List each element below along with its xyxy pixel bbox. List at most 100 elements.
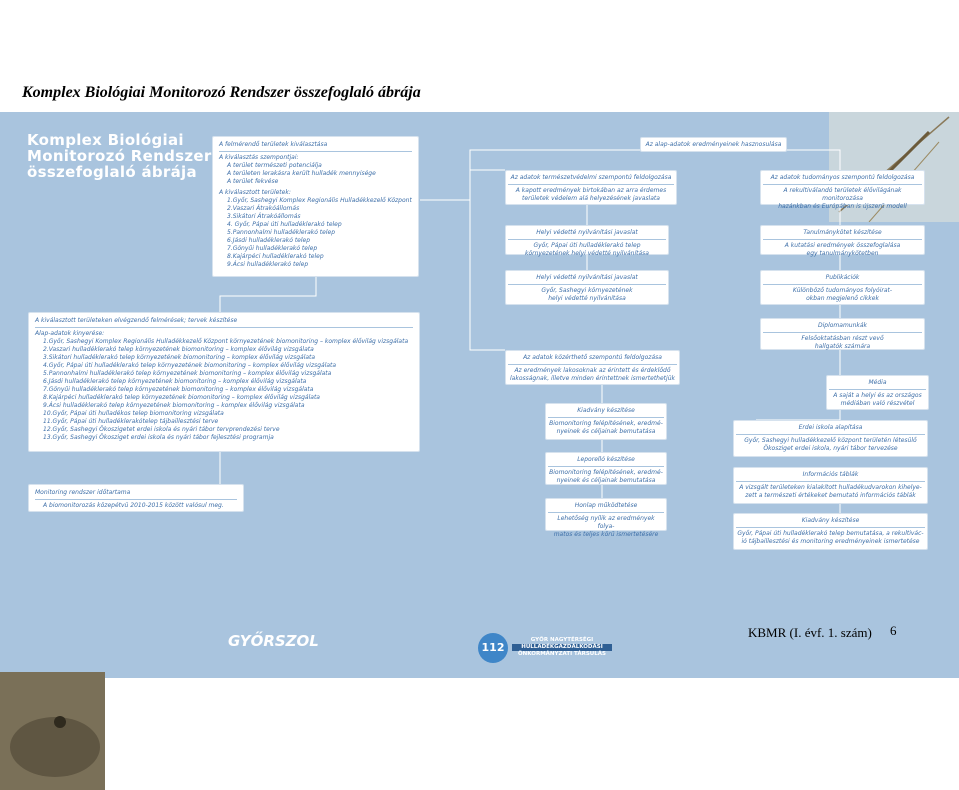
box-line: nyeinek és céljainak bemutatása: [556, 477, 656, 484]
box-heading: Az alap-adatok eredményeinek hasznosulás…: [645, 141, 782, 148]
box-line: 4.Győr, Pápai úti hulladéklerakó telep k…: [43, 362, 337, 369]
box-line: 3.Sikátori hulladéklerakó telep környeze…: [43, 354, 316, 361]
box-line: 7.Gönyűi hulladéklerakó telep környezeté…: [43, 386, 314, 393]
surveys-box: A kiválasztott területeken elvégzendő fe…: [28, 312, 420, 452]
diagram-title-line: Monitorozó Rendszer: [27, 147, 212, 165]
box-heading: Helyi védetté nyilvánítási javaslat: [536, 274, 638, 281]
local-protection-box-2: Helyi védetté nyilvánítási javaslat Győr…: [505, 270, 669, 305]
box-line: okban megjelenő cikkek: [806, 295, 879, 302]
box-line: Győr, Pápai úti hulladéklerakó telep bem…: [737, 530, 924, 537]
booklet-box: Kiadvány készítése Biomonitoring felépít…: [545, 403, 667, 440]
box-line: médiában való részvétel: [840, 400, 915, 407]
box-line: Felsőoktatásban részt vevő: [801, 335, 884, 342]
diagram-title-line: Komplex Biológiai: [27, 131, 184, 149]
emergency-112-logo: 112: [478, 633, 508, 663]
box-heading: Diplomamunkák: [817, 322, 868, 329]
box-line: Győr, Pápai úti hulladéklerakó telep: [533, 242, 641, 249]
box-line: Lehetőség nyílik az eredmények folya-: [557, 515, 655, 530]
info-boards-box: Információs táblák A vizsgált területeke…: [733, 467, 928, 504]
box-line: A kutatási eredmények összefoglalása: [784, 242, 901, 249]
page-number: 6: [890, 623, 897, 638]
box-line: matos és teljes körű ismertetésére: [553, 531, 659, 538]
website-box: Honlap működtetése Lehetőség nyílik az e…: [545, 498, 667, 538]
box-line: Győr, Sashegyi hulladékkezelő központ te…: [744, 437, 917, 444]
box-line: Biomonitoring felépítésének, eredmé-: [549, 469, 663, 476]
box-heading: Kiadvány készítése: [801, 517, 860, 524]
box-line: 3.Sikátori Átrakóállomás: [227, 213, 301, 220]
box-line: 1.Győr, Sashegyi Komplex Regionális Hull…: [227, 197, 412, 204]
box-line: Az eredmények lakosoknak az érintett és …: [514, 367, 671, 374]
toad-photo: [0, 672, 105, 790]
page-title: Komplex Biológiai Monitorozó Rendszer ös…: [22, 84, 421, 101]
gyorszol-logo: GYŐRSZOL: [228, 632, 319, 650]
box-line: A kiválasztott területek:: [219, 189, 291, 196]
media-box: Média A saját a helyi és az országos méd…: [826, 375, 929, 410]
box-line: környezetének helyi védetté nyilvánítása: [525, 250, 649, 257]
org-line: GYŐR NAGYTÉRSÉGI: [530, 637, 594, 643]
box-line: 9.Ácsi hulladéklerakó telep környezeténe…: [43, 402, 305, 409]
box-line: Győr, Sashegyi környezetének: [541, 287, 633, 294]
box-line: 5.Pannonhalmi hulladéklerakó telep körny…: [43, 370, 332, 377]
box-line: A saját a helyi és az országos: [833, 392, 922, 399]
duration-box: Monitoring rendszer időtartama A biomoni…: [28, 484, 244, 512]
box-line: 10.Győr, Pápai úti hulladékos telep biom…: [43, 410, 224, 417]
box-line: 8.Kajárpéci hulladéklerakó telep környez…: [43, 394, 320, 401]
box-line: 6.Jásdi hulladéklerakó telep: [227, 237, 311, 244]
box-line: A rekultiválandó területek élővilágának …: [783, 187, 902, 202]
box-heading: A felmérendő területek kiválasztása: [219, 141, 328, 148]
box-heading: Monitoring rendszer időtartama: [35, 489, 131, 496]
box-line: egy tanulmánykötetben: [806, 250, 879, 257]
box-line: 2.Vaszari hulladéklerakó telep környezet…: [43, 346, 314, 353]
diagram-title-line: összefoglaló ábrája: [27, 163, 197, 181]
box-heading: Erdei iskola alapítása: [798, 424, 863, 431]
box-heading: A kiválasztott területeken elvégzendő fe…: [35, 317, 238, 324]
box-line: hazánkban és Európában is újszerű modell: [778, 203, 907, 210]
box-line: Biomonitoring felépítésének, eredmé-: [549, 420, 663, 427]
association-logo-text: GYŐR NAGYTÉRSÉGI HULLADÉKGAZDÁLKODÁSI ÖN…: [512, 637, 612, 658]
box-line: 12.Győr, Sashegyi Ökoszigetet erdei isko…: [43, 426, 280, 433]
box-line: lakosságnak, illetve minden érintettnek …: [510, 375, 675, 382]
org-line: ÖNKORMÁNYZATI TÁRSULÁS: [517, 651, 607, 657]
box-line: Ökosziget erdei iskola, nyári tábor terv…: [763, 445, 898, 452]
box-line: A kapott eredmények birtokában az arra é…: [515, 187, 667, 194]
site-selection-box: A felmérendő területek kiválasztása A ki…: [212, 136, 419, 277]
publication-box: Kiadvány készítése Győr, Pápai úti hulla…: [733, 513, 928, 550]
box-heading: Kiadvány készítése: [577, 407, 635, 414]
box-line: helyi védetté nyilvánítása: [548, 295, 626, 302]
nature-processing-box: Az adatok természetvédelmi szempontú fel…: [505, 170, 677, 205]
box-line: 4. Győr, Pápai úti hulladéklerakó telep: [227, 221, 342, 228]
box-line: területek védelem alá helyezésének javas…: [522, 195, 660, 202]
box-heading: Az adatok közérthető szempontú feldolgoz…: [523, 354, 662, 361]
box-line: nyeinek és céljainak bemutatása: [556, 428, 656, 435]
box-line: 7.Gönyűi hulladéklerakó telep: [227, 245, 318, 252]
box-line: A vizsgált területeken kialakított hulla…: [739, 484, 922, 491]
box-line: 8.Kajárpéci hulladéklerakó telep: [227, 253, 324, 260]
public-processing-box: Az adatok közérthető szempontú feldolgoz…: [505, 350, 680, 385]
local-protection-box: Helyi védetté nyilvánítási javaslat Győr…: [505, 225, 669, 257]
box-line: A területen lerakásra került hulladék me…: [227, 170, 376, 177]
box-heading: Az adatok természetvédelmi szempontú fel…: [510, 174, 672, 181]
forest-school-box: Erdei iskola alapítása Győr, Sashegyi hu…: [733, 420, 928, 457]
box-line: A biomonitorozás közepétvü 2010-2015 köz…: [43, 502, 224, 509]
box-line: Alap-adatok kinyerése:: [35, 330, 105, 337]
publications-box: Publikációk Különböző tudományos folyóir…: [760, 270, 925, 305]
thesis-box: Diplomamunkák Felsőoktatásban részt vevő…: [760, 318, 925, 350]
box-line: A kiválasztás szempontjai:: [219, 154, 299, 161]
box-heading: Leporelló készítése: [577, 456, 635, 463]
box-line: zett a természeti értékeket bemutató inf…: [745, 492, 916, 499]
box-line: 13.Győr, Sashegyi Ökosziget erdei iskola…: [43, 434, 274, 441]
box-heading: Publikációk: [825, 274, 860, 281]
box-line: ió tájbaillesztési és monitoring eredmén…: [741, 538, 920, 545]
box-heading: Honlap működtetése: [574, 502, 638, 509]
box-line: A terület természeti potenciálja: [227, 162, 322, 169]
footer-course: KBMR (I. évf. 1. szám): [748, 625, 872, 640]
box-line: 2.Vaszari Átrakóállomás: [227, 205, 300, 212]
box-line: A terület fekvése: [227, 178, 279, 185]
org-line: HULLADÉKGAZDÁLKODÁSI: [512, 644, 612, 651]
box-line: 5.Pannonhalmi hulladéklerakó telep: [227, 229, 336, 236]
box-heading: Tanulmánykötet készítése: [803, 229, 882, 236]
box-line: hallgatók számára: [814, 343, 871, 350]
diagram-title: Komplex Biológiai Monitorozó Rendszer ös…: [27, 131, 212, 181]
results-usage-box: Az alap-adatok eredményeinek hasznosulás…: [640, 137, 787, 152]
box-line: 1.Győr, Sashegyi Komplex Regionális Hull…: [43, 338, 409, 345]
